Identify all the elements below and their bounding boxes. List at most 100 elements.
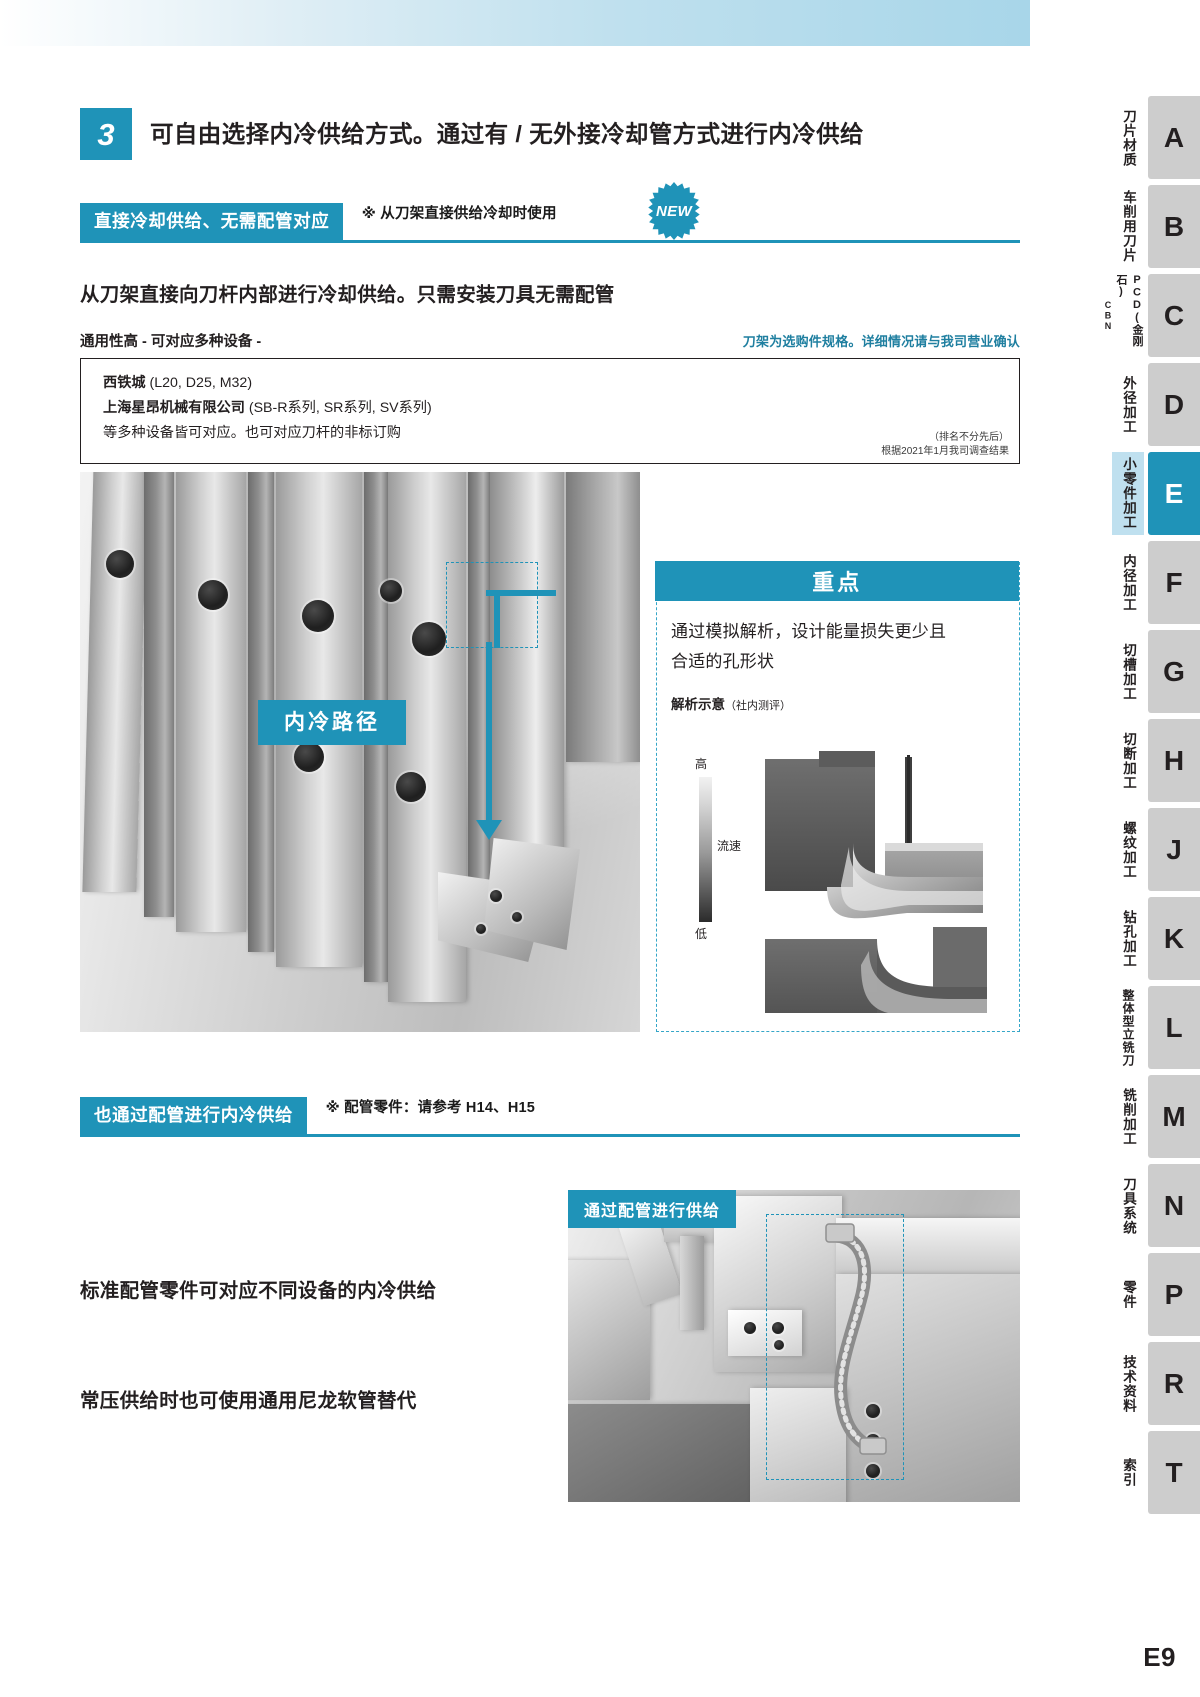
sidebar-tab-k[interactable]: 钻孔加工 K xyxy=(1070,897,1200,980)
sidebar-tab-h-label: 切断加工 xyxy=(1121,731,1136,790)
index-tab-sidebar: 刀片材质 A 车削用刀片 B PCD(金刚石) CBN C 外径加工 D 小零件… xyxy=(1070,96,1200,1520)
sidebar-tab-g-label: 切槽加工 xyxy=(1121,642,1136,701)
sidebar-tab-g[interactable]: 切槽加工 G xyxy=(1070,630,1200,713)
tip-hole xyxy=(476,924,486,934)
sidebar-tab-j[interactable]: 螺纹加工 J xyxy=(1070,808,1200,891)
page-headline: 可自由选择内冷供给方式。通过有 / 无外接冷却管方式进行内冷供给 xyxy=(150,121,864,147)
tool-shank xyxy=(144,472,174,917)
sidebar-tab-m-label: 铣削加工 xyxy=(1121,1087,1136,1146)
clamp-screw xyxy=(302,600,334,632)
machine-name: 西铁城 xyxy=(103,375,146,391)
list-item: 等多种设备皆可对应。也可对应刀杆的非标订购 xyxy=(103,421,1019,446)
sidebar-tab-b-label: 车削用刀片 xyxy=(1121,190,1136,263)
sidebar-tab-h-letter: H xyxy=(1148,719,1200,802)
sidebar-tab-c-letter: C xyxy=(1148,274,1200,357)
cfd-svg xyxy=(765,751,987,1013)
sidebar-tab-n[interactable]: 刀具系统 N xyxy=(1070,1164,1200,1247)
sidebar-tab-m-letter: M xyxy=(1148,1075,1200,1158)
tool-shank xyxy=(82,472,148,892)
sidebar-tab-d[interactable]: 外径加工 D xyxy=(1070,363,1200,446)
sidebar-tab-c-label-sub: CBN xyxy=(1103,299,1113,332)
clamp-screw xyxy=(396,772,426,802)
coolant-arrow-horizontal xyxy=(486,590,556,596)
clamp-screw xyxy=(294,742,324,772)
new-badge-label: NEW xyxy=(656,202,692,220)
key-point-body: 通过模拟解析，设计能量损失更少且 合适的孔形状 解析示意（社内测评） 高 流速 … xyxy=(657,603,1019,1031)
section2-tag: 也通过配管进行内冷供给 xyxy=(80,1097,308,1135)
section-number-badge: 3 xyxy=(80,108,132,160)
section2-note: ※ 配管零件：请参考 H14、H15 xyxy=(325,1100,536,1116)
sidebar-tab-n-label: 刀具系统 xyxy=(1121,1176,1136,1235)
top-gradient-band xyxy=(0,0,1030,46)
body-screw xyxy=(866,1464,880,1478)
list-item: 上海星昂机械有限公司 (SB-R系列, SR系列, SV系列) xyxy=(103,396,1019,421)
piping-photo-label: 通过配管进行供给 xyxy=(568,1190,737,1228)
machine-name: 上海星昂机械有限公司 xyxy=(103,400,245,416)
sidebar-tab-p[interactable]: 零件 P xyxy=(1070,1253,1200,1336)
sidebar-tab-l[interactable]: 整体型立铣刀 L xyxy=(1070,986,1200,1069)
sidebar-tab-t-label: 索引 xyxy=(1121,1458,1136,1487)
sidebar-tab-h[interactable]: 切断加工 H xyxy=(1070,719,1200,802)
page-number: E9 xyxy=(1143,1642,1176,1672)
sidebar-tab-a-label: 刀片材质 xyxy=(1121,108,1136,167)
holder-screw xyxy=(744,1322,756,1334)
sidebar-tab-r-letter: R xyxy=(1148,1342,1200,1425)
piping-highlight-box xyxy=(766,1214,904,1480)
sidebar-tab-a-letter: A xyxy=(1148,96,1200,179)
sidebar-tab-b-letter: B xyxy=(1148,185,1200,268)
sidebar-tab-f[interactable]: 内径加工 F xyxy=(1070,541,1200,624)
tip-hole xyxy=(512,912,522,922)
sidebar-tab-b[interactable]: 车削用刀片 B xyxy=(1070,185,1200,268)
footnote-line-1: （排名不分先后） xyxy=(929,432,1009,443)
section-bar-2: 也通过配管进行内冷供给 ※ 配管零件：请参考 H14、H15 xyxy=(80,1096,1020,1138)
section1-note: ※ 从刀架直接供给冷却时使用 xyxy=(361,206,557,222)
section-bar-1: 直接冷却供给、无需配管对应 ※ 从刀架直接供给冷却时使用 xyxy=(80,202,1020,244)
holder-screw xyxy=(774,1340,784,1350)
sidebar-tab-t[interactable]: 索引 T xyxy=(1070,1431,1200,1514)
sidebar-tab-a[interactable]: 刀片材质 A xyxy=(1070,96,1200,179)
sidebar-tab-p-label: 零件 xyxy=(1121,1280,1136,1309)
sidebar-tab-f-letter: F xyxy=(1148,541,1200,624)
sidebar-tab-n-letter: N xyxy=(1148,1164,1200,1247)
piping-supply-photo: 通过配管进行供给 xyxy=(568,1190,1020,1502)
sidebar-tab-r-label: 技术资料 xyxy=(1121,1354,1136,1413)
section1-tag: 直接冷却供给、无需配管对应 xyxy=(80,203,344,241)
legend-mid-label: 流速 xyxy=(717,839,742,853)
section2-rule xyxy=(80,1134,1020,1138)
tip-hole xyxy=(490,890,502,902)
clamp-screw xyxy=(106,550,134,578)
section1-subcaption-left: 通用性高 - 可对应多种设备 - xyxy=(80,334,262,350)
section1-subcaption-right: 刀架为选购件规格。详细情况请与我司营业确认 xyxy=(742,334,1020,349)
sidebar-tab-d-letter: D xyxy=(1148,363,1200,446)
simulation-caption-sub: （社内测评） xyxy=(725,700,791,712)
sidebar-tab-l-label: 整体型立铣刀 xyxy=(1121,988,1135,1067)
simulation-caption-main: 解析示意 xyxy=(671,697,725,712)
coolant-arrow-elbow xyxy=(494,590,500,648)
machine-models: (SB-R系列, SR系列, SV系列) xyxy=(248,400,432,416)
sidebar-tab-p-letter: P xyxy=(1148,1253,1200,1336)
sidebar-tab-c[interactable]: PCD(金刚石) CBN C xyxy=(1070,274,1200,357)
key-point-text-line2: 合适的孔形状 xyxy=(671,652,775,671)
sidebar-tab-d-label: 外径加工 xyxy=(1121,375,1136,434)
machine-list-footnote: （排名不分先后） 根据2021年1月我司调查结果 xyxy=(881,431,1009,459)
sidebar-tab-e[interactable]: 小零件加工 E xyxy=(1070,452,1200,535)
key-point-header: 重点 xyxy=(655,561,1020,602)
coolant-arrow-head xyxy=(476,820,502,840)
simulation-figure: 高 流速 低 xyxy=(671,751,1005,1013)
sidebar-tab-f-label: 内径加工 xyxy=(1121,553,1136,612)
machine-note: 等多种设备皆可对应。也可对应刀杆的非标订购 xyxy=(103,425,401,441)
tool-shank xyxy=(176,472,246,932)
tool-shank xyxy=(566,472,640,762)
section1-rule xyxy=(80,240,1020,244)
coolant-arrow-vertical xyxy=(486,642,492,822)
sidebar-tab-r[interactable]: 技术资料 R xyxy=(1070,1342,1200,1425)
sidebar-tab-m[interactable]: 铣削加工 M xyxy=(1070,1075,1200,1158)
clamp-screw xyxy=(412,622,446,656)
legend-gradient-bar xyxy=(699,777,712,922)
starburst-icon xyxy=(648,182,700,240)
sidebar-tab-c-labels: PCD(金刚石) CBN xyxy=(1103,274,1144,357)
sidebar-tab-e-letter: E xyxy=(1148,452,1200,535)
coolant-inlet-highlight xyxy=(446,562,538,648)
footnote-line-2: 根据2021年1月我司调查结果 xyxy=(881,446,1009,457)
